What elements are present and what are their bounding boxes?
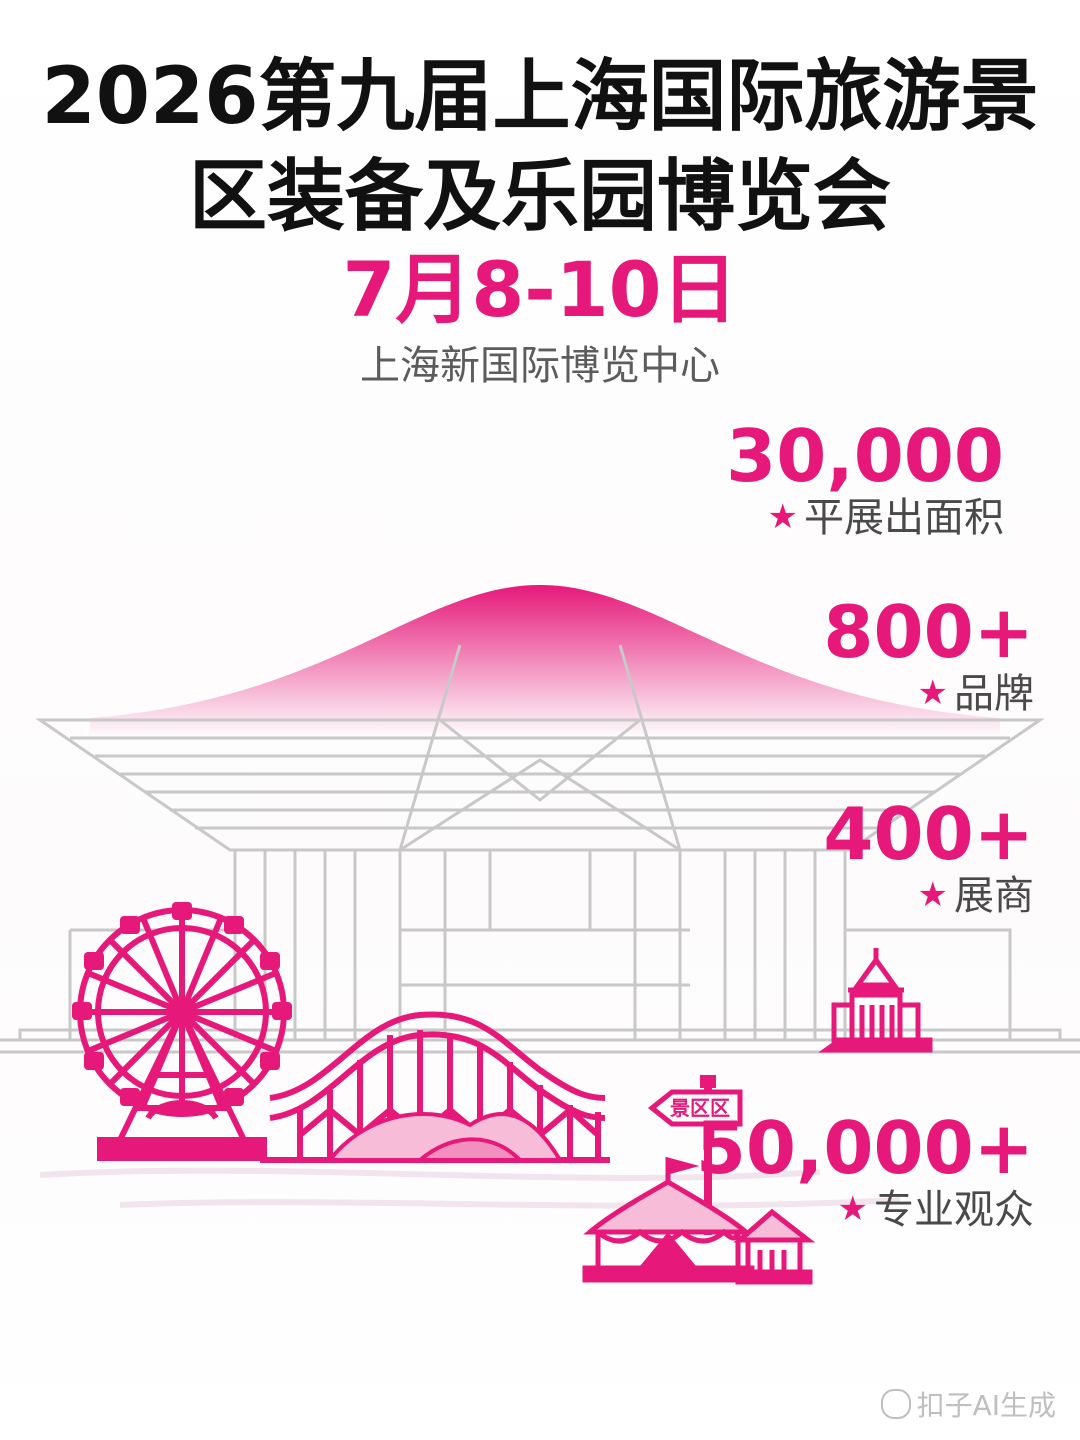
stat-label-row: ★平展出面积 [726,498,1004,538]
stat-label-row: ★品牌 [823,674,1034,714]
stat-exhibitors: 400+ ★展商 [823,798,1034,916]
stat-value: 800+ [823,590,1034,674]
pavilion-icon [818,948,933,1053]
event-venue: 上海新国际博览中心 [360,343,720,389]
stat-label-row: ★专业观众 [696,1190,1034,1230]
star-icon: ★ [837,1189,868,1229]
stat-value: 400+ [823,792,1034,876]
star-icon: ★ [917,875,948,915]
stat-label: 展商 [954,873,1034,919]
star-icon: ★ [767,497,798,537]
title-line-2: 区装备及乐园博览会 [188,152,891,242]
title-line-1: 2026第九届上海国际旅游景 [41,52,1039,142]
stat-label: 平展出面积 [804,495,1004,541]
watermark-logo-icon [880,1389,911,1419]
ferris-wheel-cabins [72,902,292,1106]
stat-area: 30,000 ★平展出面积 [726,420,1004,538]
stat-visitors: 50,000+ ★专业观众 [696,1112,1034,1230]
gazebo-icon [733,1208,816,1285]
stat-brands: 800+ ★品牌 [823,596,1034,714]
stat-value: 50,000+ [695,1106,1034,1190]
star-icon: ★ [917,673,948,713]
watermark: 扣子AI生成 [880,1384,1056,1424]
stat-label-row: ★展商 [823,876,1034,916]
stat-value: 30,000 [726,414,1004,498]
watermark-text: 扣子AI生成 [916,1389,1056,1422]
event-date: 7月8-10日 [342,245,738,334]
ferris-wheel-icon [77,907,287,1161]
hills [325,1112,564,1162]
stat-label: 品牌 [954,671,1034,717]
stat-label: 专业观众 [874,1187,1034,1233]
signpost-text: 景区区 [670,1096,730,1120]
